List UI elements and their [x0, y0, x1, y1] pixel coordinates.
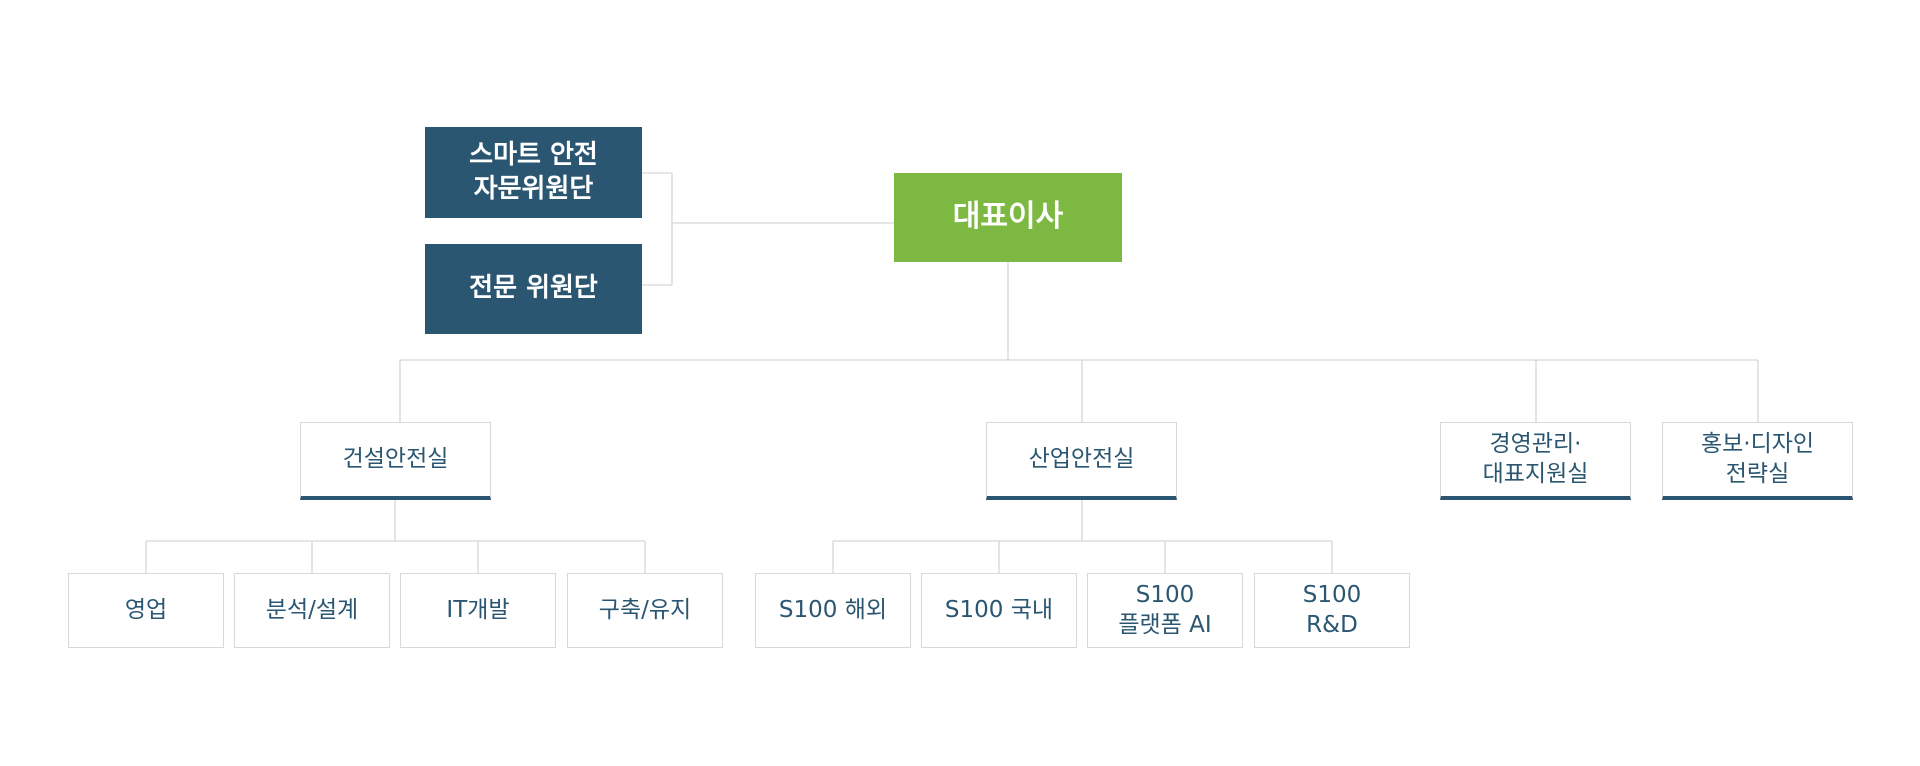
- team-label: IT개발: [446, 596, 510, 623]
- dept-label: 홍보·디자인 전략실: [1700, 431, 1815, 487]
- dept-label: 건설안전실: [342, 445, 449, 472]
- committee-label: 스마트 안전 자문위원단: [469, 140, 598, 204]
- team-label: 영업: [124, 596, 168, 623]
- dept-label: 경영관리· 대표지원실: [1482, 431, 1589, 487]
- ceo-box: 대표이사: [894, 173, 1122, 262]
- dept-management-support: 경영관리· 대표지원실: [1440, 422, 1631, 500]
- team-it-development: IT개발: [400, 573, 556, 648]
- team-s100-domestic: S100 국내: [921, 573, 1077, 648]
- team-build-maintain: 구축/유지: [567, 573, 723, 648]
- committee-label: 전문 위원단: [469, 273, 598, 304]
- team-analysis-design: 분석/설계: [234, 573, 390, 648]
- team-label: S100 해외: [778, 596, 888, 623]
- team-label: S100 국내: [944, 596, 1054, 623]
- team-label: S100 R&D: [1302, 582, 1362, 638]
- committee-smart-safety: 스마트 안전 자문위원단: [425, 127, 642, 218]
- committee-expert: 전문 위원단: [425, 244, 642, 334]
- team-s100-platform-ai: S100 플랫폼 AI: [1087, 573, 1243, 648]
- team-s100-rnd: S100 R&D: [1254, 573, 1410, 648]
- team-s100-overseas: S100 해외: [755, 573, 911, 648]
- team-label: 구축/유지: [598, 596, 692, 623]
- dept-label: 산업안전실: [1028, 445, 1135, 472]
- dept-pr-design-strategy: 홍보·디자인 전략실: [1662, 422, 1853, 500]
- dept-industrial-safety: 산업안전실: [986, 422, 1177, 500]
- team-sales: 영업: [68, 573, 224, 648]
- team-label: 분석/설계: [265, 596, 359, 623]
- ceo-label: 대표이사: [952, 199, 1064, 235]
- dept-construction-safety: 건설안전실: [300, 422, 491, 500]
- team-label: S100 플랫폼 AI: [1118, 582, 1212, 638]
